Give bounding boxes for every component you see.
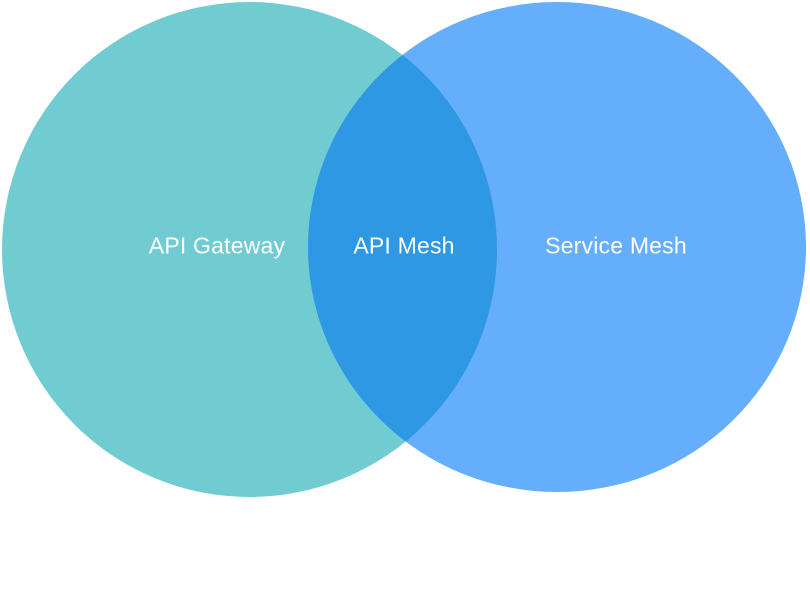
left-set-label: API Gateway xyxy=(148,232,286,259)
overlap-region-api-mesh xyxy=(308,2,497,492)
intersection-label: API Mesh xyxy=(353,232,455,259)
right-set-label: Service Mesh xyxy=(545,232,687,259)
